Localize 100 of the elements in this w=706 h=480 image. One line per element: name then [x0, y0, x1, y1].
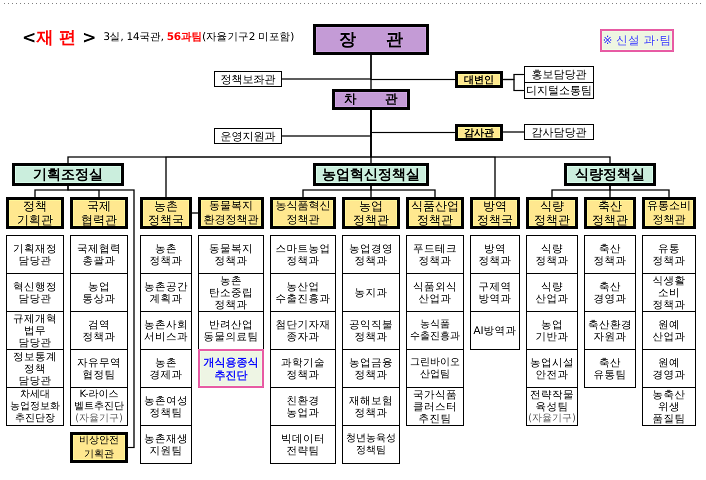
division-box: [342, 425, 400, 464]
division-box: [140, 425, 192, 464]
division-box: [70, 311, 128, 350]
division-box: [642, 273, 696, 312]
division-box: [6, 311, 64, 350]
summary-note: 3실, 14국관, 56과팀(자율기구2 미포함): [103, 30, 294, 44]
division-name: 기획재정 담당관: [13, 242, 57, 266]
bureau-box: [584, 197, 636, 229]
division-name: 농업금융 정책과: [349, 356, 393, 380]
office-box: [313, 163, 429, 186]
division-box: [526, 387, 578, 426]
bureau-box: [140, 197, 192, 229]
division-box: [526, 273, 578, 312]
office-name: 식량정책실: [575, 166, 645, 184]
diagram-title: <재 편 >: [22, 27, 96, 49]
division-name: AI방역과: [473, 324, 517, 336]
officer-box: [455, 124, 503, 141]
bureau-box: [70, 197, 128, 229]
division-name: 규제개혁 법무 담당관: [13, 312, 57, 348]
division-name: 자유무역 협정팀: [77, 356, 121, 380]
division-box: [584, 349, 636, 388]
bureau-name: 식량 정책관: [534, 199, 570, 227]
division-box: [642, 311, 696, 350]
division-name: 과학기술 정책과: [281, 356, 325, 380]
division-name: 농지과: [354, 286, 388, 298]
bureau-name: 식품산업 정책관: [411, 199, 459, 227]
division-box: [342, 311, 400, 350]
division-name: 축산 경영과: [594, 280, 626, 304]
division-box: [584, 273, 636, 312]
unit-box: [214, 128, 282, 144]
unit-name: 디지털소통팀: [526, 83, 592, 98]
division-name: 원예 산업과: [652, 318, 686, 342]
unit-box: [524, 66, 594, 83]
new-division-box: [198, 349, 264, 388]
bureau-name: 정책 기획관: [17, 199, 53, 227]
bureau-box: [470, 197, 520, 229]
office-box: [12, 163, 124, 186]
division-box: [270, 273, 336, 312]
division-box: [342, 349, 400, 388]
division-box: [406, 349, 464, 388]
division-name: 차세대 농업정보화 추진단장: [10, 388, 60, 424]
division-name: 농촌여성 정책팀: [144, 394, 188, 418]
status-note: (자율기구): [75, 413, 123, 424]
division-name: 반려산업 동물의료팀: [204, 318, 258, 342]
division-name: 국제협력 총괄과: [77, 242, 121, 266]
connector-line: [370, 186, 436, 197]
officer-box: [455, 71, 503, 88]
bureau-box: [642, 197, 696, 229]
executive-box: [332, 89, 410, 110]
division-name: 개식용종식 추진단: [204, 356, 258, 382]
bureau-box: [270, 197, 336, 229]
bureau-box: [6, 197, 64, 229]
position-title: 장 관: [339, 29, 403, 51]
division-name: 농촌 탄소중립 정책과: [209, 274, 253, 310]
unit-name: 홍보담당관: [532, 67, 586, 82]
division-box: [140, 235, 192, 274]
unit-name: 감사담당관: [532, 124, 586, 140]
division-name: 유통 정책과: [652, 242, 686, 266]
division-name: 축산 정책과: [594, 242, 626, 266]
bureau-box: [198, 197, 264, 229]
bureau-name: 유통소비 정책관: [647, 199, 691, 227]
division-box: [140, 273, 192, 312]
division-box: [470, 273, 520, 312]
division-box: [198, 273, 264, 312]
bureau-box: [342, 197, 400, 229]
division-name: 식생활 소비 정책과: [652, 274, 686, 310]
division-box: [6, 273, 64, 312]
bureau-name: 동물복지 환경정책관: [204, 199, 258, 227]
bureau-name: 방역 정책국: [477, 199, 513, 227]
division-name: 푸드테크 정책과: [413, 242, 457, 266]
division-box: [470, 311, 520, 350]
division-box: [270, 387, 336, 426]
unit-name: 정책보좌관: [220, 72, 276, 86]
division-name: 스마트농업 정책과: [276, 242, 330, 266]
division-name: 농업 통상과: [82, 280, 116, 304]
position-title: 감사관: [464, 126, 494, 140]
division-box: [642, 235, 696, 274]
legend-text: ※ 신설 과·팀: [602, 33, 672, 48]
bureau-name: 국제 협력관: [81, 199, 117, 227]
division-box: [642, 387, 696, 426]
division-name: 식량 산업과: [536, 280, 568, 304]
division-box: [470, 235, 520, 274]
division-box: [584, 235, 636, 274]
connector-line: [67, 186, 135, 448]
division-box: [406, 273, 464, 312]
division-box: [140, 387, 192, 426]
division-name: 축산 유통팀: [594, 356, 626, 380]
division-box: [6, 235, 64, 274]
bureau-box: [526, 197, 578, 229]
bureau-box: [406, 197, 464, 229]
connector-line: [370, 55, 372, 89]
division-box: [70, 349, 128, 388]
bureau-name: 비상안전 기획관: [79, 434, 119, 462]
division-name: 농촌 경제과: [150, 356, 182, 380]
division-name: 농촌공간 계획과: [144, 280, 188, 304]
division-name: 식품외식 산업과: [413, 280, 457, 304]
division-box: [342, 273, 400, 312]
division-box: [198, 311, 264, 350]
division-box: [406, 311, 464, 350]
division-name: 농촌 정책과: [150, 242, 182, 266]
